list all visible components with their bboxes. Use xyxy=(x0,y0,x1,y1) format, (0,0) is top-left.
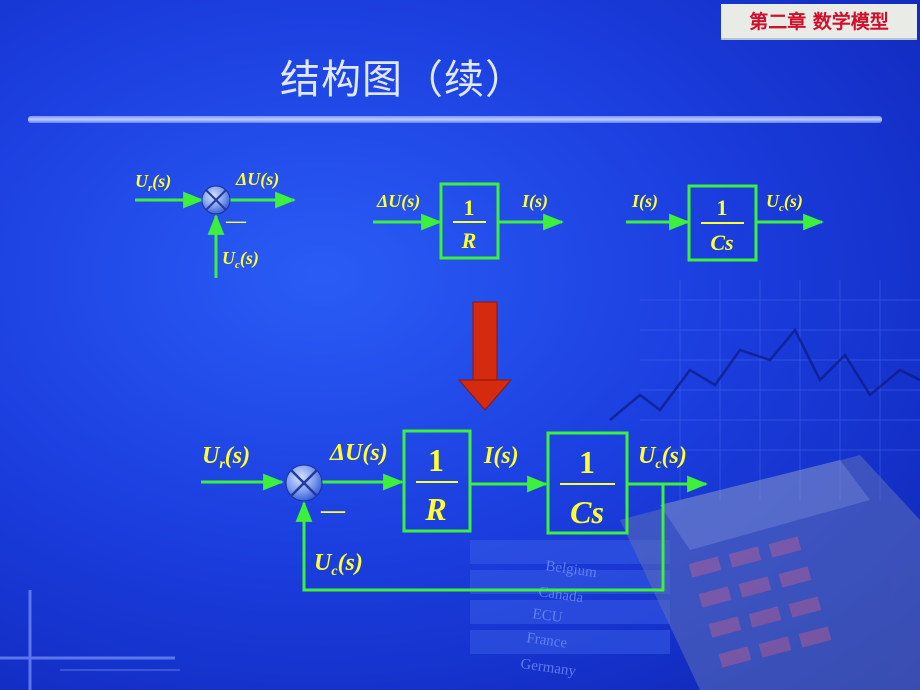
top-error-label: ΔU(s) xyxy=(235,169,279,190)
background-table xyxy=(470,540,670,654)
combined-feedback-label-main: U xyxy=(314,550,333,576)
combined-block-cs-denominator: Cs xyxy=(570,494,604,530)
top-input-label-sub: r xyxy=(148,182,153,194)
top-block-cs-input-label: I(s) xyxy=(631,191,658,212)
combined-summing-cross-b xyxy=(290,469,318,497)
top-minus-sign: — xyxy=(225,210,247,232)
background-table-text: Belgium Canada ECU France Germany xyxy=(519,558,598,680)
bg-text-3: France xyxy=(525,630,568,652)
top-feedback-label-arg: (s) xyxy=(240,248,259,269)
combined-diagram: 1 R 1 Cs Ur(s) ΔU(s) — I(s) Uc(s) Uc(s) xyxy=(201,429,709,592)
combined-output-label-arg: (s) xyxy=(662,443,687,469)
combined-input-label-main: U xyxy=(202,443,221,469)
combined-block-r-denominator: R xyxy=(424,491,446,527)
top-input-label: Ur(s) xyxy=(135,171,171,194)
top-block-r xyxy=(439,182,500,260)
background-chart xyxy=(640,280,920,500)
combined-output-label-main: U xyxy=(638,443,657,469)
top-block-cs-diagram: 1 Cs I(s) Uc(s) xyxy=(626,184,825,262)
combined-minus-sign: — xyxy=(320,498,346,524)
top-block-r-input-label: ΔU(s) xyxy=(376,191,420,212)
bg-text-4: Germany xyxy=(519,656,577,680)
combined-input-label: Ur(s) xyxy=(202,443,250,472)
combined-block-cs xyxy=(546,431,629,535)
combined-block-r xyxy=(402,429,472,533)
top-block-cs-output-label: Uc(s) xyxy=(766,191,803,214)
top-block-r-diagram: 1 R ΔU(s) I(s) xyxy=(373,182,565,260)
top-block-cs-output-main: U xyxy=(766,191,780,211)
combined-block-cs-numerator: 1 xyxy=(579,444,595,480)
top-summing-diagram: Ur(s) ΔU(s) — Uc(s) xyxy=(135,169,297,278)
top-block-cs-output-sub: c xyxy=(779,202,784,214)
background-chart-line xyxy=(609,327,920,421)
bg-text-0: Belgium xyxy=(544,558,598,581)
bg-text-2: ECU xyxy=(531,606,563,626)
title-divider xyxy=(28,116,882,123)
top-input-label-main: U xyxy=(135,171,149,191)
top-block-r-numerator: 1 xyxy=(464,195,475,220)
top-block-r-denominator: R xyxy=(461,228,477,253)
top-block-cs xyxy=(687,184,758,262)
background-calculator xyxy=(620,455,920,690)
combined-input-label-sub: r xyxy=(219,457,225,472)
combined-feedback-label-arg: (s) xyxy=(338,550,363,576)
top-block-cs-numerator: 1 xyxy=(717,195,728,220)
combined-mid-label: I(s) xyxy=(483,443,519,469)
chapter-badge: 第二章 数学模型 xyxy=(721,4,917,40)
top-block-r-output-label: I(s) xyxy=(521,191,548,212)
combined-input-label-arg: (s) xyxy=(225,443,250,469)
top-feedback-label-sub: c xyxy=(235,259,240,271)
top-feedback-label-main: U xyxy=(222,248,236,268)
top-input-label-arg: (s) xyxy=(152,171,171,192)
slide-title: 结构图（续） xyxy=(280,57,526,103)
top-block-cs-denominator: Cs xyxy=(710,230,733,255)
combined-error-label: ΔU(s) xyxy=(329,440,388,466)
combined-feedback-label-sub: c xyxy=(331,564,338,579)
corner-ornament xyxy=(0,590,180,690)
combined-block-r-numerator: 1 xyxy=(428,442,444,478)
transform-arrow xyxy=(457,301,513,411)
top-feedback-label: Uc(s) xyxy=(222,248,259,271)
combined-feedback-label: Uc(s) xyxy=(314,550,363,579)
top-block-cs-output-arg: (s) xyxy=(784,191,803,212)
top-summing-cross-b xyxy=(205,189,227,211)
combined-output-label-sub: c xyxy=(655,457,662,472)
combined-feedback-path xyxy=(295,484,665,592)
combined-output-label: Uc(s) xyxy=(638,443,687,472)
